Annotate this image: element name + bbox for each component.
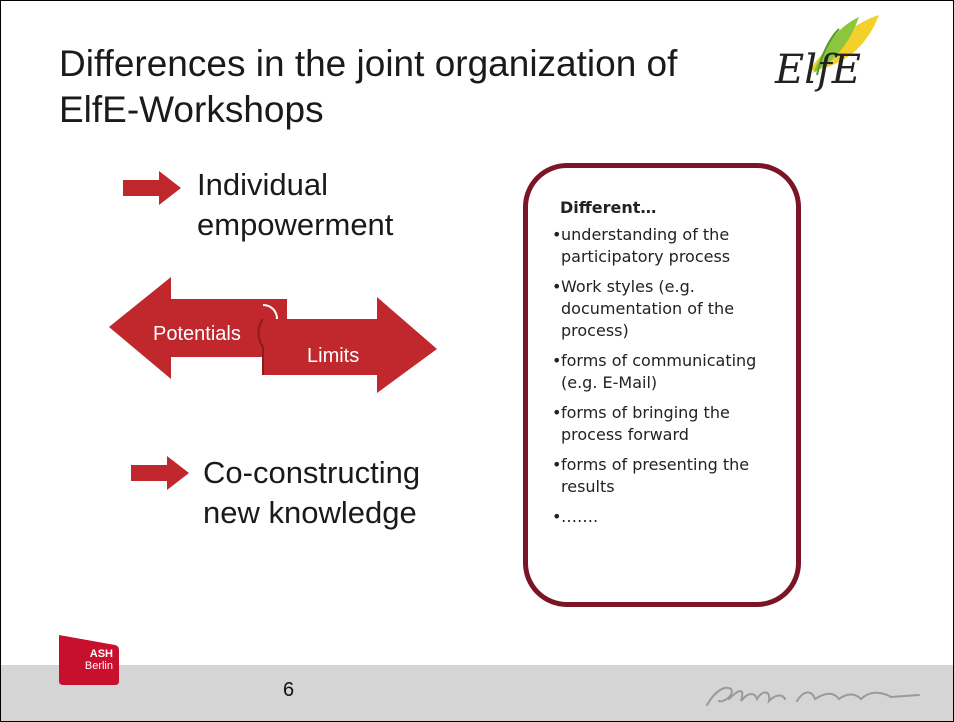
differences-box: Different… understanding of the particip… <box>523 163 801 607</box>
arrow-right-icon <box>131 456 189 490</box>
left-arrow-shape <box>109 277 287 379</box>
page-number: 6 <box>283 679 295 701</box>
differences-list: understanding of the participatory proce… <box>552 224 792 536</box>
right-arrow-shape <box>263 297 437 393</box>
potentials-label: Potentials <box>153 323 241 345</box>
limits-label: Limits <box>307 345 360 367</box>
ash-berlin-logo: ASH Berlin <box>57 631 121 687</box>
leaf-icon <box>809 15 879 76</box>
signature-image <box>706 686 920 706</box>
list-item: Work styles (e.g. documentation of the p… <box>552 276 792 342</box>
arrow-right-icon <box>123 171 181 205</box>
title-line-1: Differences in the joint organization of <box>59 43 678 84</box>
slide-title: Differences in the joint organization of… <box>59 41 719 133</box>
badge-shape <box>59 635 119 685</box>
badge-text-ash: ASH <box>89 648 113 660</box>
list-item: ……. <box>552 506 792 528</box>
list-item: forms of communicating (e.g. E-Mail) <box>552 350 792 394</box>
bullet-individual-empowerment: Individual empowerment <box>197 167 394 242</box>
bullet-co-constructing: Co-constructing new knowledge <box>203 455 421 530</box>
title-line-2: ElfE-Workshops <box>59 89 324 130</box>
potentials-limits-diagram <box>109 277 437 393</box>
box-heading: Different… <box>560 198 657 217</box>
footer-bar: 6 <box>1 665 953 721</box>
list-item: understanding of the participatory proce… <box>552 224 792 268</box>
logo-text: ElfE <box>775 47 861 93</box>
elfe-logo: ElfE <box>769 11 889 107</box>
list-item: forms of presenting the results <box>552 454 792 498</box>
list-item: forms of bringing the process forward <box>552 402 792 446</box>
badge-text-berlin: Berlin <box>84 660 113 672</box>
